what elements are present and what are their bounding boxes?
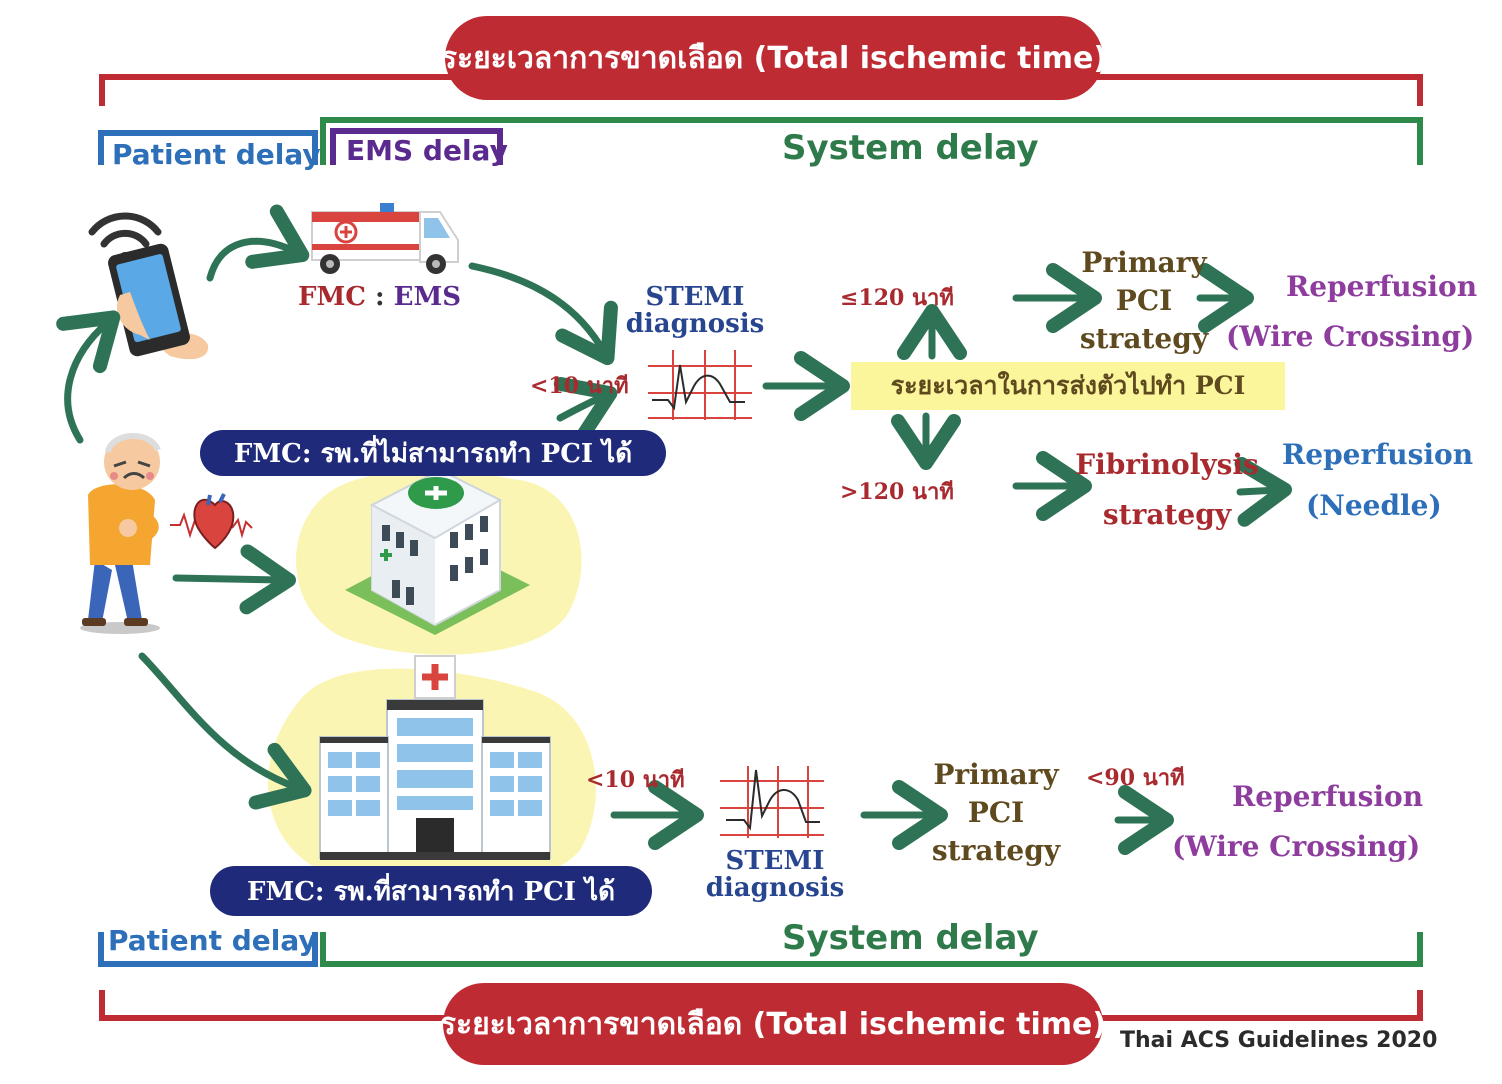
fmc-ems-ems: EMS	[393, 282, 462, 312]
primary-pci-top: Primary PCI strategy	[1079, 246, 1209, 355]
arrow-patient-to-hospital	[138, 652, 312, 810]
arrow-patient-to-clinic	[172, 544, 296, 615]
branch-slow-label: >120 นาที	[840, 479, 954, 505]
reperfusion-bottom: Reperfusion	[1232, 780, 1424, 813]
transfer-time-box: ระยะเวลาในการส่งตัวไปทำ PCI	[851, 362, 1285, 410]
clinic-icon	[345, 468, 530, 635]
ecg-icon-top	[648, 350, 752, 420]
stemi-diagnosis-top: STEMI diagnosis	[625, 282, 765, 339]
phone-wifi-icon	[88, 212, 209, 360]
guideline-credit: Thai ACS Guidelines 2020	[1120, 1028, 1438, 1053]
time-to-ecg-bottom: <10 นาที	[586, 767, 685, 793]
fmc-non-pci-hospital: FMC: รพ.ที่ไม่สามารถทำ PCI ได้	[200, 430, 666, 476]
stemi-diagnosis-bottom: STEMI diagnosis	[705, 846, 845, 903]
fmc-ems-fmc: FMC	[298, 282, 366, 312]
system-delay-label-top: System delay	[782, 128, 1039, 168]
reperfusion-wire-top: Reperfusion	[1286, 270, 1478, 303]
arrow-patient-to-phone	[56, 310, 121, 444]
patient-chest-pain-icon	[80, 433, 161, 634]
time-to-wire-bottom: <90 นาที	[1086, 765, 1185, 791]
arrow-phone-to-ambulance	[206, 204, 310, 282]
ems-delay-label: EMS delay	[346, 134, 508, 167]
system-delay-bracket-top	[320, 117, 1423, 165]
total-ischemic-time-bottom: ระยะเวลาการขาดเลือด (Total ischemic time…	[440, 983, 1106, 1065]
fibrinolysis-strategy: Fibrinolysis strategy	[1075, 448, 1259, 531]
ambulance-icon	[311, 203, 459, 274]
branch-fast-label: ≤120 นาที	[840, 285, 954, 311]
patient-delay-label-top: Patient delay	[112, 138, 321, 171]
arrow-fibrinolysis-to-reperfusion	[1234, 456, 1292, 527]
ems-delay-bracket	[330, 128, 503, 165]
arrow-clinic-to-ecg	[553, 377, 618, 443]
fmc-pci-hospital: FMC: รพ.ที่สามารถทำ PCI ได้	[210, 866, 652, 916]
system-delay-label-bottom: System delay	[782, 918, 1039, 958]
needle-label: (Needle)	[1306, 489, 1442, 522]
time-to-ecg-top: <10 นาที	[530, 373, 629, 399]
wire-crossing-bottom: (Wire Crossing)	[1172, 830, 1421, 863]
patient-delay-bracket-top	[98, 130, 318, 165]
primary-pci-bottom: Primary PCI strategy	[931, 758, 1061, 867]
reperfusion-needle: Reperfusion	[1282, 438, 1474, 471]
total-ischemic-time-top: ระยะเวลาการขาดเลือด (Total ischemic time…	[441, 16, 1107, 100]
fmc-ems-label: FMC : EMS	[298, 282, 461, 312]
system-delay-bracket-bottom	[320, 932, 1423, 967]
ecg-icon-bottom	[720, 766, 824, 838]
patient-delay-bracket-bottom	[98, 932, 318, 967]
fmc-ems-separator: :	[375, 282, 385, 312]
wire-crossing-top: (Wire Crossing)	[1226, 320, 1475, 353]
heart-icon	[170, 493, 253, 550]
hospital-icon	[319, 655, 551, 860]
arrow-ambulance-to-stemi	[468, 262, 618, 366]
patient-delay-label-bottom: Patient delay	[108, 924, 317, 957]
